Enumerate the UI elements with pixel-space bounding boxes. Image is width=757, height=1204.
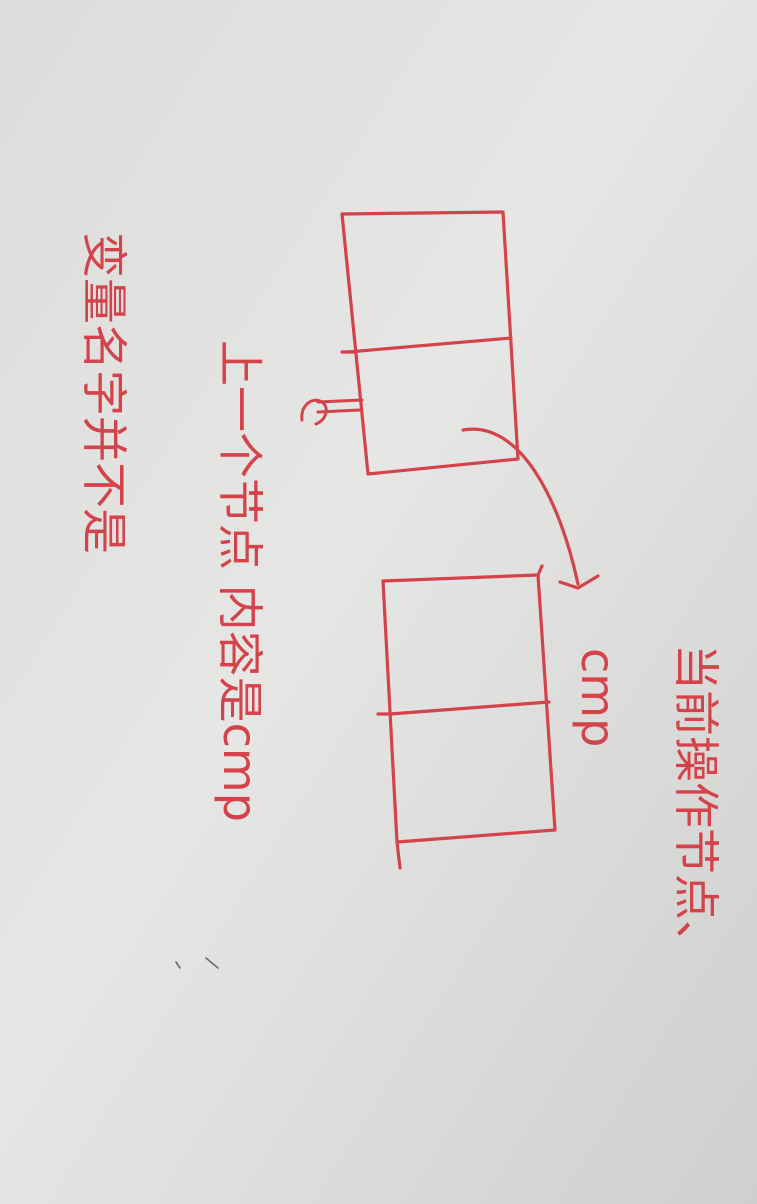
cmp-arrow-head <box>558 574 600 590</box>
pencil-speck <box>175 957 219 969</box>
down-arrow <box>300 398 364 426</box>
down-arrow-shaft-2 <box>316 408 362 414</box>
previous-node-divider <box>346 336 513 354</box>
previous-node-text: 上一个节点 内容是cmp <box>213 340 267 822</box>
current-node-bottom-tick <box>395 840 402 870</box>
current-node-text: 当前操作节点、 <box>669 644 723 966</box>
previous-node-box <box>340 210 520 476</box>
cmp-arrow-curve <box>461 427 580 586</box>
cmp-label: cmp <box>571 648 625 747</box>
current-node-corner-tick <box>536 564 544 577</box>
current-node-text-group: 当前操作节点、 <box>669 644 723 966</box>
previous-node-outline <box>340 210 520 476</box>
variable-name-text: 变量名字并不是 <box>77 232 131 554</box>
cmp-label-group: cmp <box>571 648 625 747</box>
current-node-outline <box>381 573 557 844</box>
down-arrow-shaft <box>316 398 364 404</box>
previous-node-text-group: 上一个节点 内容是cmp <box>213 340 267 822</box>
current-node-divider <box>388 700 551 716</box>
variable-name-text-group: 变量名字并不是 <box>77 232 131 554</box>
cmp-arrow <box>461 427 600 590</box>
current-node-box <box>376 564 557 870</box>
